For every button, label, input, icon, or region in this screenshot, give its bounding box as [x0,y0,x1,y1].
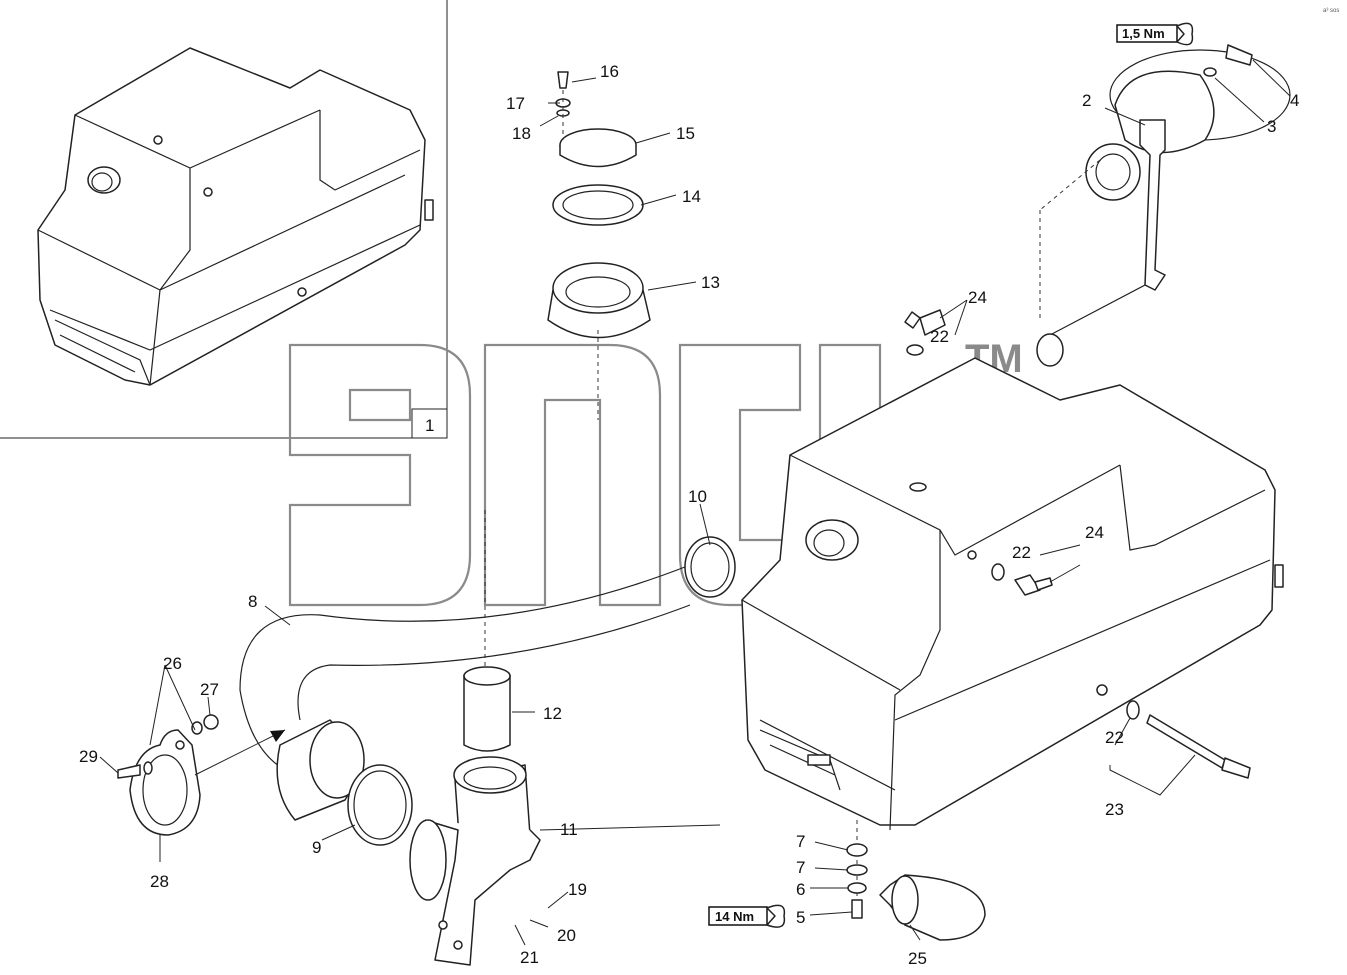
callout-10: 10 [688,487,707,506]
callout-20: 20 [557,926,576,945]
filler-parts [484,71,651,670]
torque-tag-top: 1,5 Nm [1116,22,1194,46]
leader-lines [99,59,1291,946]
fittings [904,159,1251,779]
callout-8: 8 [248,592,257,611]
callout-5: 5 [796,908,805,927]
callout-21: 21 [520,948,539,967]
hose-clamps [347,536,736,846]
callout-29: 29 [79,747,98,766]
pipe-12 [463,666,511,752]
callout-28: 28 [150,872,169,891]
callout-22b: 22 [1012,543,1031,562]
callout-16: 16 [600,62,619,81]
callout-1: 1 [425,416,434,435]
callout-15: 15 [676,124,695,143]
callout-17: 17 [506,94,525,113]
callout-23: 23 [1105,800,1124,819]
callout-9: 9 [312,838,321,857]
torque-value-top: 1,5 Nm [1122,26,1165,41]
hose-8 [239,564,691,821]
callout-13: 13 [701,273,720,292]
filler-neck-11 [409,756,541,966]
callout-22c: 22 [1105,728,1124,747]
bracket-28 [117,714,286,836]
callout-3: 3 [1267,117,1276,136]
callout-25: 25 [908,949,927,968]
callout-4: 4 [1290,91,1299,110]
callout-11: 11 [560,820,578,839]
corner-code: a³ sos [1323,8,1339,14]
level-sender [1036,44,1291,367]
callout-19: 19 [568,880,587,899]
callout-12: 12 [543,704,562,723]
callout-7a: 7 [796,832,805,851]
callout-14: 14 [682,187,701,206]
inset-frame [0,0,448,439]
torque-value-bottom: 14 Nm [715,909,754,924]
callout-18: 18 [512,124,531,143]
inset-tank [37,47,434,386]
callout-24b: 24 [1085,523,1104,542]
callout-7b: 7 [796,858,805,877]
callout-2: 2 [1082,91,1091,110]
callout-24a: 24 [968,288,987,307]
callout-22a: 22 [930,327,949,346]
callout-27: 27 [200,680,219,699]
drain-parts [846,820,986,941]
callout-6: 6 [796,880,805,899]
callout-26: 26 [163,654,182,673]
main-tank [741,357,1284,831]
callout-labels: 1 2 3 4 5 6 7 7 8 9 10 11 12 13 14 15 16… [79,8,1339,968]
torque-tag-bottom: 14 Nm [708,904,786,928]
